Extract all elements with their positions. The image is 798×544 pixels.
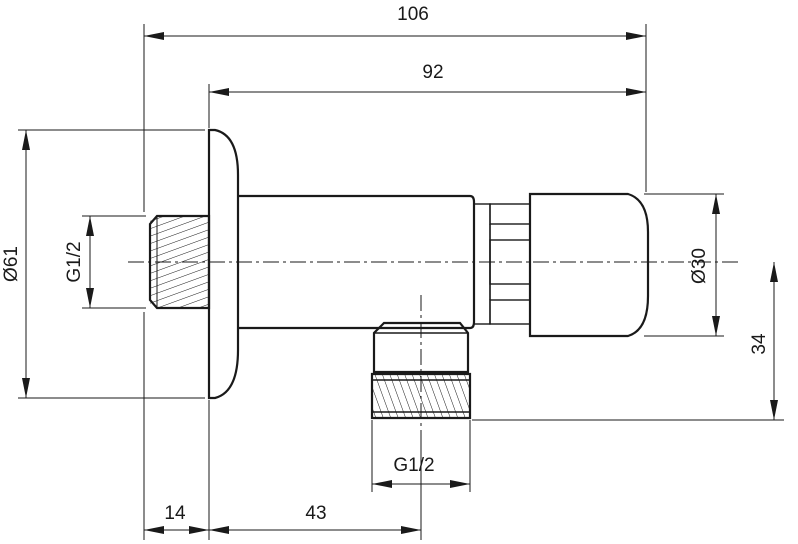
extension-lines [18,24,784,540]
dim-inlet-thread: G1/2 [64,241,85,282]
dimension-labels: 106 92 Ø61 G1/2 Ø30 34 G1/2 14 43 [1,4,770,524]
dim-thread-length: 14 [164,503,186,524]
spindle-section [473,203,531,325]
outlet-thread [370,372,472,420]
handle-cap [528,192,650,338]
dim-outlet-thread: G1/2 [393,455,434,476]
dim-body-length: 92 [422,62,443,83]
dim-overall-length: 106 [397,4,429,25]
inlet-thread [148,214,211,310]
dim-outlet-height: 34 [749,333,770,355]
dim-cap-diameter: Ø30 [689,248,710,284]
dimension-lines [22,32,778,534]
valve-body [148,128,650,420]
dim-rosette-diameter: Ø61 [1,246,22,282]
dim-outlet-offset: 43 [305,503,326,524]
wall-rosette [207,128,240,400]
